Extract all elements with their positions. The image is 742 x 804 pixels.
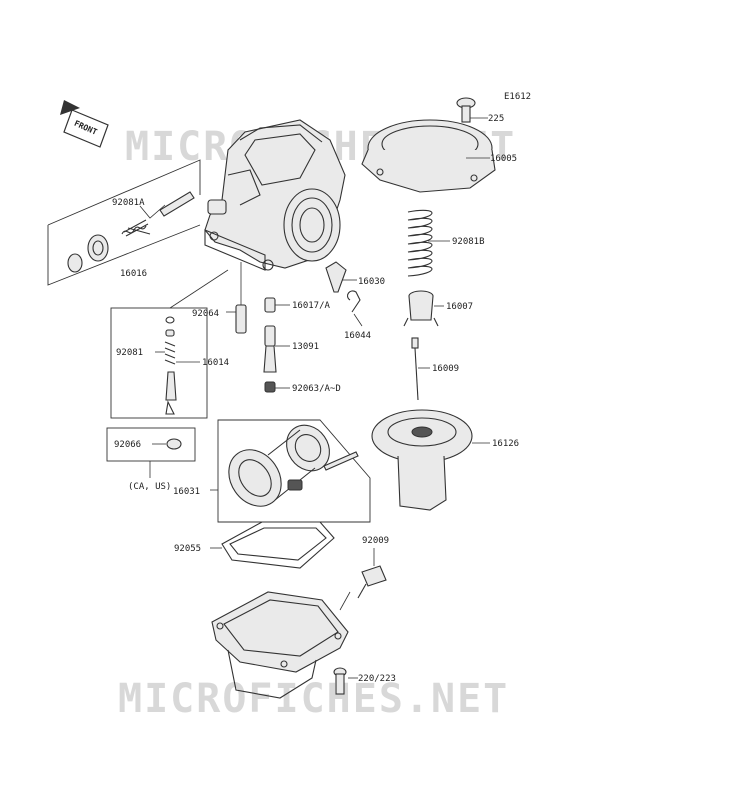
part-16016-drawing [67, 234, 109, 273]
watermark-bottom: MICROFICHES.NET [118, 676, 509, 722]
part-16009-drawing [411, 337, 419, 401]
part-16044-drawing [347, 290, 361, 313]
part-16030-drawing [325, 261, 347, 293]
part-92063-drawing [264, 381, 276, 393]
box-16031 [217, 419, 371, 523]
part-92064-drawing [235, 262, 247, 334]
label-16031: 16031 [173, 487, 200, 497]
label-92066: 92066 [114, 440, 141, 450]
part-92009-drawing [357, 565, 387, 599]
front-arrow-icon: FRONT [60, 100, 109, 148]
label-16044: 16044 [344, 331, 371, 341]
part-16031-drawing [228, 424, 359, 507]
label-92063: 92063/A~D [292, 384, 341, 394]
part-225-drawing [456, 97, 476, 123]
label-13091: 13091 [292, 342, 319, 352]
part-16126-drawing [371, 409, 473, 511]
carburetor-body-drawing [204, 119, 346, 271]
label-16009: 16009 [432, 364, 459, 374]
part-16014-drawing [164, 316, 177, 415]
part-16017-drawing [264, 297, 276, 313]
float-bowl-drawing [211, 591, 349, 699]
note-ca-us: (CA, US) [128, 482, 171, 492]
label-92081B: 92081B [452, 237, 485, 247]
box-16014 [110, 307, 208, 419]
box-92066 [106, 427, 196, 462]
label-16126: 16126 [492, 439, 519, 449]
label-92055: 92055 [174, 544, 201, 554]
label-16005: 16005 [490, 154, 517, 164]
label-92009: 92009 [362, 536, 389, 546]
part-13091-drawing [263, 325, 277, 373]
leader-lines [139, 117, 490, 679]
part-92081A-drawing [121, 191, 195, 237]
label-16017A: 16017/A [292, 301, 331, 311]
label-16016: 16016 [120, 269, 147, 279]
part-92066-drawing [166, 438, 182, 450]
label-92064: 92064 [192, 309, 219, 319]
label-92081: 92081 [116, 348, 143, 358]
part-16005-drawing [361, 119, 496, 193]
label-16014: 16014 [202, 358, 229, 368]
bracket-16016 [47, 159, 201, 286]
label-92081A: 92081A [112, 198, 145, 208]
part-92081B-drawing [407, 209, 433, 277]
label-16007: 16007 [446, 302, 473, 312]
label-16030: 16030 [358, 277, 385, 287]
label-225: 225 [488, 114, 504, 124]
diagram-code: E1612 [504, 92, 531, 102]
part-220-drawing [333, 667, 347, 695]
part-92055-drawing [221, 521, 335, 569]
part-16007-drawing [403, 290, 439, 327]
label-220-223: 220/223 [358, 674, 396, 684]
